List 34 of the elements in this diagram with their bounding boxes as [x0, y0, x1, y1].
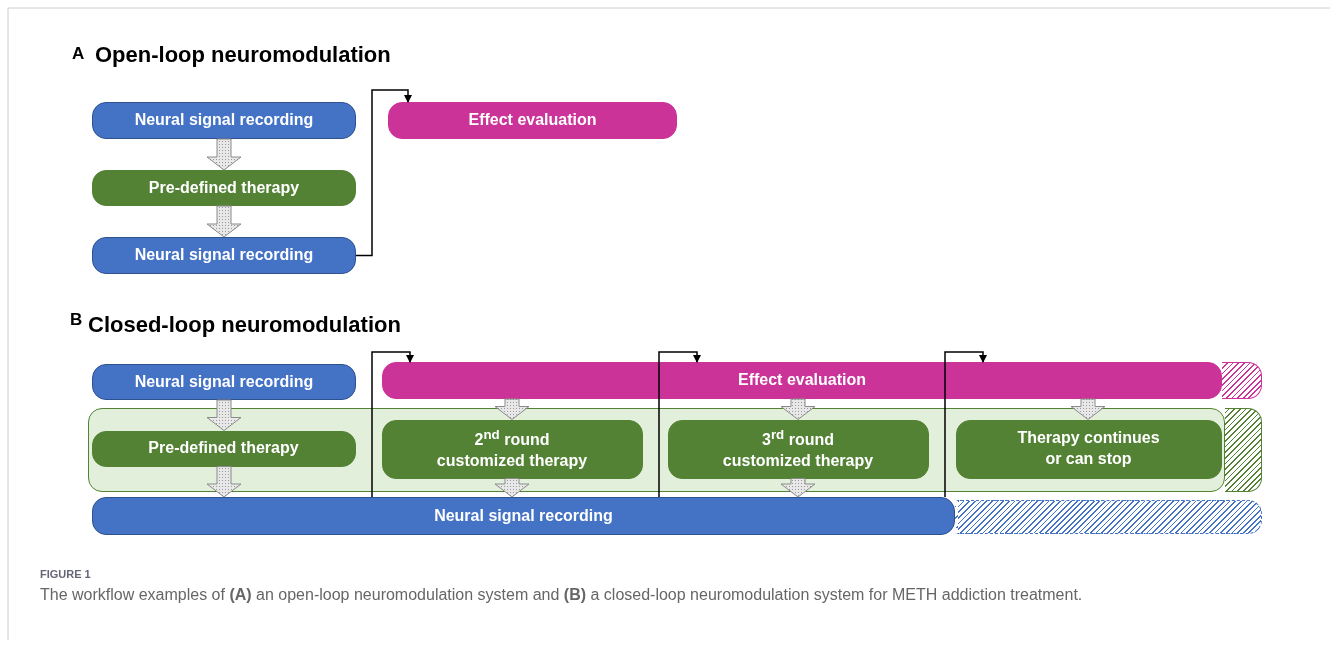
hatched-box [1225, 408, 1262, 492]
block-arrow [494, 398, 530, 420]
figure-caption: The workflow examples of (A) an open-loop neuromodulation system and (B) a closed-loop neuromodulation system for METH addiction treatment. [40, 585, 1084, 605]
block-arrow [780, 398, 816, 420]
section-title: Open-loop neuromodulation [95, 42, 391, 68]
block-arrow [206, 399, 242, 431]
block-arrow [206, 138, 242, 171]
figure-label: FIGURE 1 [40, 568, 91, 580]
process-box: Neural signal recording [92, 497, 955, 535]
section-letter: A [72, 44, 85, 64]
block-arrow [1070, 398, 1106, 420]
process-box: Neural signal recording [92, 102, 356, 139]
section-letter: B [70, 310, 83, 330]
elbow-arrow [355, 89, 412, 257]
process-box: Pre-defined therapy [92, 170, 356, 206]
block-arrow [206, 205, 242, 238]
process-box: 3$^{rd}$ round customized therapy [667, 419, 929, 479]
process-box: Effect evaluation [382, 362, 1222, 399]
hatched-box [955, 500, 1262, 534]
elbow-arrow [658, 351, 701, 498]
elbow-arrow [371, 351, 414, 498]
process-box: Neural signal recording [92, 237, 356, 274]
process-box: Pre-defined therapy [91, 430, 356, 467]
process-box: 2$^{nd}$ round customized therapy [381, 419, 643, 479]
block-arrow [206, 466, 242, 498]
elbow-arrow [944, 351, 987, 498]
hatched-box [1222, 362, 1262, 399]
group-band [88, 408, 1225, 492]
process-box: Neural signal recording [92, 364, 356, 400]
block-arrow [780, 478, 816, 498]
process-box: Therapy continues or can stop [955, 419, 1222, 479]
section-title: Closed-loop neuromodulation [88, 312, 401, 338]
block-arrow [494, 478, 530, 498]
process-box: Effect evaluation [388, 102, 677, 139]
